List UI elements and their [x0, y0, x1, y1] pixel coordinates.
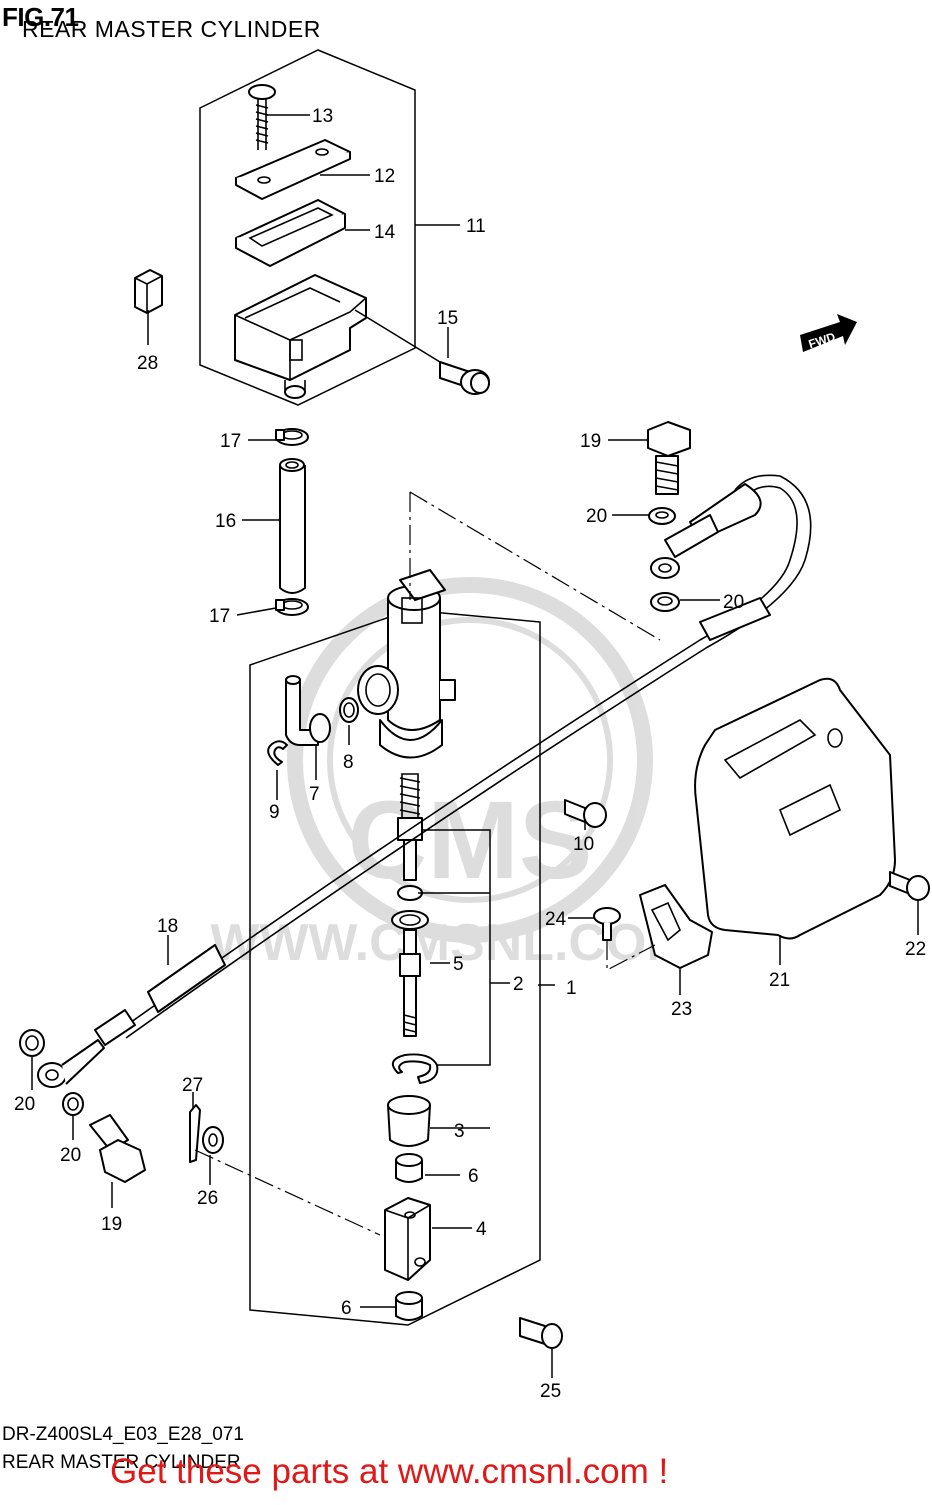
part-19-banjo-bolt-lower: [89, 1114, 146, 1183]
callout-9: 9: [269, 802, 280, 823]
callout-21: 21: [769, 970, 790, 991]
callout-17-upper: 17: [220, 431, 241, 452]
callout-11: 11: [466, 216, 486, 237]
part-15-bolt: [439, 361, 490, 395]
callout-26: 26: [197, 1188, 218, 1209]
part-20-washer-c: [648, 507, 676, 525]
part-9-clip: [267, 740, 288, 766]
part-8-o-ring: [339, 697, 359, 723]
callout-23: 23: [671, 999, 692, 1020]
callout-19-upper: 19: [580, 431, 601, 452]
part-20-washer-b: [62, 1092, 84, 1116]
part-17-clamp-upper: [275, 428, 309, 446]
callout-20-lower-a: 20: [14, 1094, 35, 1115]
part-28-cap: [134, 269, 163, 314]
part-14-diaphragm: [235, 199, 346, 267]
leader-lines: [31, 114, 919, 1378]
part-6-nut-upper: [395, 1153, 423, 1183]
part-17-clamp-lower: [275, 598, 309, 616]
callout-2: 2: [513, 974, 524, 995]
part-18-banjo-upper: [650, 514, 719, 579]
part-22-screw: [889, 871, 930, 901]
assembly-lines: [194, 491, 661, 1236]
callout-4: 4: [476, 1219, 487, 1240]
part-10-screw: [564, 799, 607, 828]
callout-6-lower: 6: [341, 1298, 352, 1319]
figure-label: FIG.71: [2, 2, 79, 32]
part-12-cap: [235, 139, 351, 200]
callout-27: 27: [182, 1075, 203, 1096]
part-26-washer: [202, 1126, 224, 1154]
callout-20-lower-b: 20: [60, 1145, 81, 1166]
callout-25: 25: [540, 1381, 561, 1402]
part-11-reservoir-body: [234, 274, 367, 399]
callout-18: 18: [157, 916, 178, 937]
callout-20-upper-b: 20: [723, 592, 744, 613]
part-19-banjo-bolt-upper: [647, 421, 691, 495]
diagram-subtitle: REAR MASTER CYLINDER: [22, 16, 321, 42]
callout-6-upper: 6: [468, 1166, 479, 1187]
promo-link[interactable]: Get these parts at www.cmsnl.com !: [110, 1452, 669, 1491]
footer-caption: REAR MASTER CYLINDER: [2, 1452, 241, 1473]
part-3-boot: [387, 1095, 431, 1147]
callout-12: 12: [374, 166, 395, 187]
callout-1: 1: [566, 978, 577, 999]
fwd-arrow-icon: FWD: [800, 314, 857, 352]
part-1-cylinder-body: [357, 569, 456, 759]
callout-3: 3: [454, 1121, 465, 1142]
callout-5: 5: [453, 954, 464, 975]
part-13-screw: [248, 84, 276, 150]
callout-17-lower: 17: [209, 606, 230, 627]
part-7-hose-fitting: [285, 675, 331, 746]
callout-22: 22: [905, 939, 926, 960]
callout-15: 15: [437, 308, 458, 329]
part-4-clevis: [384, 1197, 431, 1281]
watermark: CMS WWW.CMSNL.COM: [210, 577, 690, 972]
model-code: DR-Z400SL4_E03_E28_071: [2, 1424, 244, 1445]
callout-28: 28: [137, 353, 158, 374]
part-2-spring: [399, 773, 421, 819]
part-18-banjo-lower: [37, 1039, 105, 1088]
reservoir-group-outline: [199, 49, 416, 406]
callout-14: 14: [374, 222, 396, 243]
part-23-hose-guide: [639, 884, 713, 969]
part-21-cover: [694, 677, 896, 940]
part-27-cotter-pin: [189, 1104, 201, 1163]
part-6-nut-lower: [395, 1291, 423, 1321]
callout-7: 7: [309, 784, 320, 805]
callout-16: 16: [215, 511, 236, 532]
part-20-washer-d: [650, 592, 680, 612]
part-5-push-rod: [391, 817, 429, 1037]
callout-19-lower: 19: [101, 1214, 122, 1235]
part-2-circlip: [391, 1053, 439, 1084]
watermark-logo-text: CMS: [348, 779, 592, 902]
callout-13: 13: [312, 106, 333, 127]
part-25-clevis-pin: [519, 1317, 563, 1349]
callout-24: 24: [545, 909, 567, 930]
callout-20-upper-a: 20: [586, 506, 607, 527]
callout-10: 10: [573, 834, 594, 855]
part-16-hose: [279, 458, 306, 594]
callout-labels: 1 2 3 4 5 6 6 7 8 9 10 11 12 13 14 15 16…: [14, 106, 926, 1402]
callout-8: 8: [343, 752, 354, 773]
part-20-washer-a: [19, 1029, 45, 1057]
